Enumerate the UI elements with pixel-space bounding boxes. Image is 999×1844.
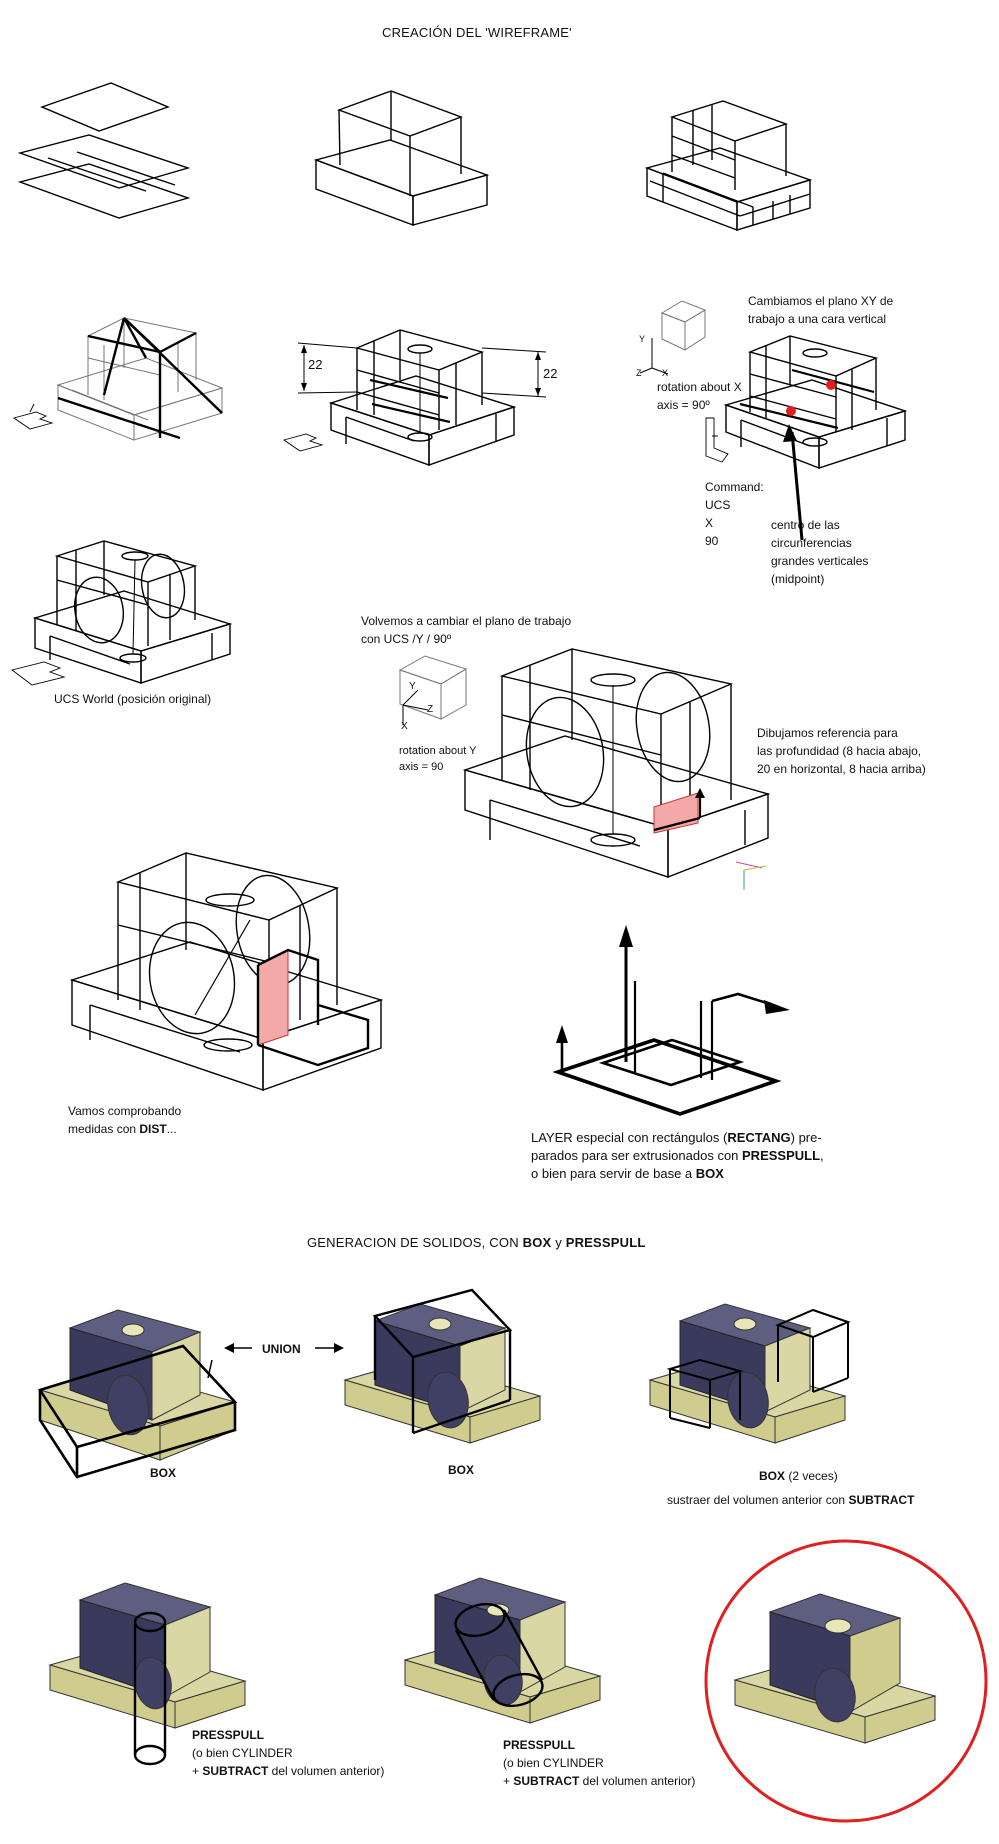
subtract-caption: sustraer del volumen anterior con SUBTRA… [667,1491,914,1509]
dist-note-1: Vamos comprobando [68,1104,182,1118]
ucs-y-cube-icon [398,655,468,725]
axis-label-x2: X [401,721,408,732]
solid-box-union-right [343,1288,542,1444]
layer-note-2: parados para ser extrusionados con PRESS… [531,1146,824,1165]
dist-note-2a: medidas con [68,1122,140,1136]
reference-note-3: 20 en horizontal, 8 hacia arriba) [757,762,926,776]
pp2-plus: + [503,1774,514,1788]
axis-label-y2: Y [409,681,416,692]
layer-note-3a: o bien para servir de base a [531,1166,696,1181]
wireframe-with-dimensions [282,329,547,466]
dim-22-left: 22 [308,357,323,372]
reference-note-2: las profundidad (8 hacia abajo, [757,744,922,758]
presspull-caption-1a: PRESSPULL [192,1728,265,1742]
dist-check-wireframe [69,852,384,1091]
depth-reference-wireframe [462,648,771,890]
ucs-world-wireframe [10,540,233,686]
presspull-caption-2c: + SUBTRACT del volumen anterior) [503,1772,695,1790]
rot-y-note-1: rotation about Y [399,745,477,757]
layer-note-1a: LAYER especial con rectángulos ( [531,1130,728,1145]
layer-note-2c: , [820,1148,824,1163]
box-caption-3b: (2 veces) [785,1469,838,1483]
solid-box-subtract [648,1303,851,1444]
volvemos-note-2: con UCS /Y / 90º [361,632,452,646]
rectangle-layer-sketch [552,925,790,1116]
command-x: X [705,516,714,530]
axis-label-z2: Z [427,704,434,715]
presspull-caption-1c: + SUBTRACT del volumen anterior) [192,1762,384,1780]
dist-command: DIST [139,1122,167,1136]
centro-note-2: circunferencias [771,536,852,550]
volvemos-note-1: Volvemos a cambiar el plano de trabajo [361,614,572,628]
presspull-caption-2b: (o bien CYLINDER [503,1756,604,1770]
rot-y-note-2: axis = 90 [399,761,444,773]
box-caption-2: BOX [448,1463,475,1477]
layer-note-2a: parados para ser extrusionados con [531,1148,743,1163]
axis-label-y1: Y [639,334,646,344]
plane-xy-note-2: trabajo a una cara vertical [748,312,887,326]
wireframe-title: CREACIÓN DEL 'WIREFRAME' [382,25,572,40]
dist-note-2: medidas con DIST... [68,1120,177,1138]
solid-final-result [704,1539,988,1823]
subtract-caption-a: sustraer del volumen anterior con [667,1493,849,1507]
presspull-command-1: PRESSPULL [742,1148,821,1163]
solid-presspull-horizontal [403,1577,602,1724]
solids-title-presspull: PRESSPULL [565,1235,646,1250]
highlight-face-small [653,792,699,834]
layer-note-3: o bien para servir de base a BOX [531,1164,724,1183]
gray-wireframe-diagonals [12,317,224,441]
axis-label-z1: Z [636,368,642,378]
two-box-wireframe [313,90,490,227]
solids-title: GENERACION DE SOLIDOS, CON BOX y PRESSPU… [307,1235,646,1250]
grid-box-wireframe [644,100,813,232]
pp1-subtract: SUBTRACT [202,1764,269,1778]
ucs-world-caption: UCS World (posición original) [54,692,212,706]
command-90: 90 [705,534,719,548]
solids-title-prefix: GENERACION DE SOLIDOS, CON [307,1235,523,1250]
layer-note-1c: ) pre- [790,1130,822,1145]
result-highlight-circle [704,1539,988,1823]
dist-note-2c: ... [166,1122,177,1136]
centro-note-4: (midpoint) [771,572,825,586]
pp2-rest: del volumen anterior) [579,1774,696,1788]
pp1-plus: + [192,1764,203,1778]
pp1-rest: del volumen anterior) [268,1764,385,1778]
centro-note-1: centro de las [771,518,840,532]
solids-title-y: y [551,1235,566,1250]
highlight-face-large [257,949,289,1046]
subtract-caption-b: SUBTRACT [848,1493,915,1507]
rectang-command: RECTANG [727,1130,791,1145]
box-command-1: BOX [695,1166,724,1181]
midpoint-marker-1 [826,380,836,390]
rot-x-note-2: axis = 90º [657,398,710,412]
rot-x-note-1: rotation about X [657,380,742,394]
plane-xy-note-1: Cambiamos el plano XY de [748,294,894,308]
box-caption-3: BOX (2 veces) [759,1467,838,1485]
solid-box-union-left [37,1309,238,1479]
union-label: UNION [262,1342,301,1356]
solids-title-box: BOX [522,1235,552,1250]
union-arrows [224,1343,344,1353]
reference-note-1: Dibujamos referencia para [757,726,898,740]
layer-note-1: LAYER especial con rectángulos (RECTANG)… [531,1128,822,1147]
solid-presspull-vertical [48,1582,247,1766]
presspull-caption-1b: (o bien CYLINDER [192,1746,293,1760]
command-ucs: UCS [705,498,731,512]
box-caption-1: BOX [150,1466,177,1480]
pp2-subtract: SUBTRACT [513,1774,580,1788]
centro-note-3: grandes verticales [771,554,869,568]
box-caption-3a: BOX [759,1469,786,1483]
command-label: Command: [705,480,764,494]
midpoint-marker-2 [786,406,796,416]
dim-22-right: 22 [543,366,558,381]
stacked-planes-sketch [17,82,191,219]
vertical-ucs-wireframe [639,300,908,541]
presspull-caption-2a: PRESSPULL [503,1738,576,1752]
